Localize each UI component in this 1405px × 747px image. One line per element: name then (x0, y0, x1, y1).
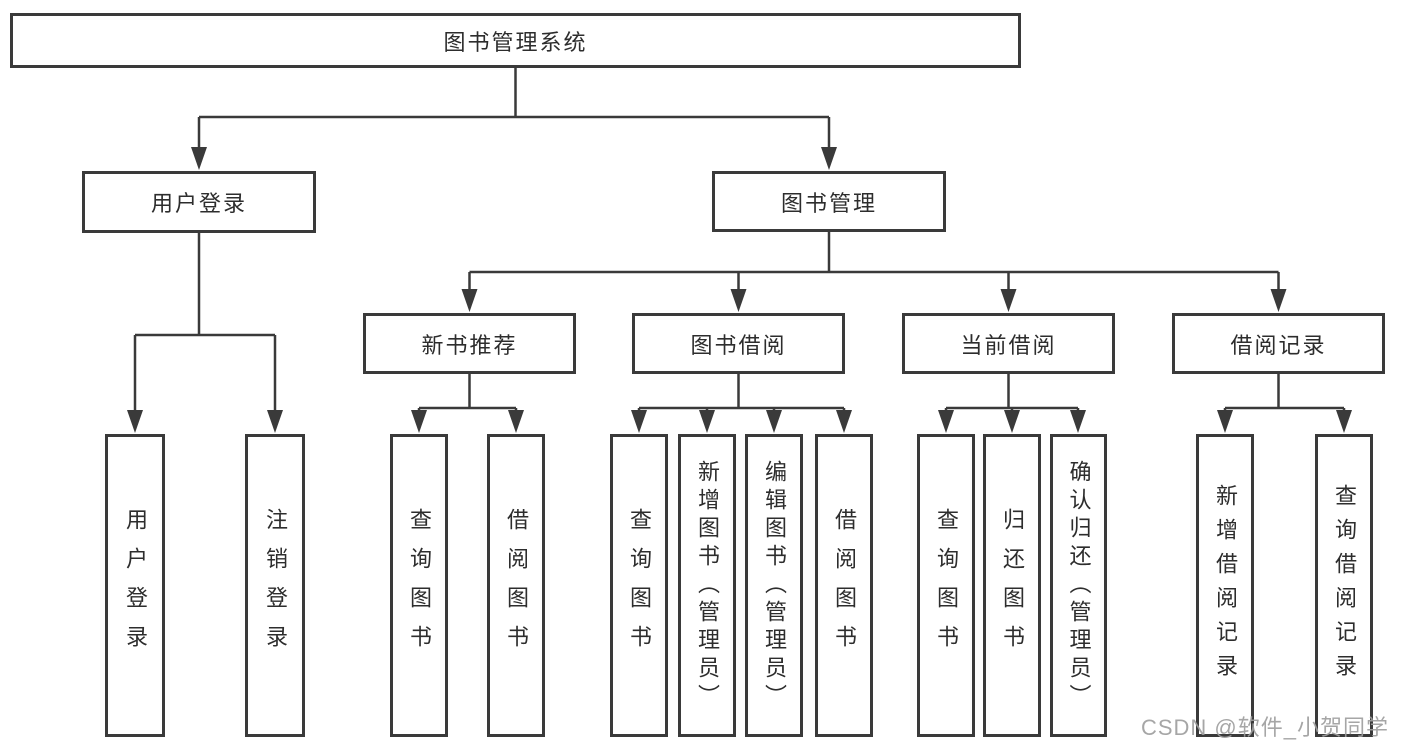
node-label: 当前借阅 (960, 332, 1057, 358)
leaf-label: 用户登录 (123, 507, 148, 664)
leaf-label: 编辑图书（管理员） (762, 459, 787, 712)
node-current-borrow: 当前借阅 (902, 313, 1115, 374)
leaf-logout: 注销登录 (245, 434, 305, 737)
node-label: 图书管理系统 (443, 29, 588, 55)
leaf-edit-books-admin: 编辑图书（管理员） (745, 434, 803, 737)
leaf-borrow-books: 借阅图书 (815, 434, 873, 737)
leaf-add-borrow-record: 新增借阅记录 (1196, 434, 1254, 737)
node-label: 借阅记录 (1230, 332, 1327, 358)
node-label: 图书管理 (780, 190, 877, 216)
leaf-label: 借阅图书 (504, 507, 529, 664)
leaf-return-books: 归还图书 (983, 434, 1041, 737)
node-user-login: 用户登录 (82, 171, 316, 233)
leaf-borrow-books-recommend: 借阅图书 (487, 434, 545, 737)
arrowheads (127, 147, 1352, 433)
leaf-label: 归还图书 (1000, 507, 1025, 664)
node-label: 用户登录 (150, 191, 247, 216)
leaf-query-books-borrow: 查询图书 (610, 434, 668, 737)
leaf-add-books-admin: 新增图书（管理员） (678, 434, 736, 737)
node-root-library-system: 图书管理系统 (10, 13, 1021, 68)
node-borrow-records: 借阅记录 (1172, 313, 1385, 374)
leaf-user-login: 用户登录 (105, 434, 165, 737)
connector-paths (133, 68, 1346, 413)
leaf-label: 查询借阅记录 (1332, 483, 1357, 688)
csdn-watermark: CSDN @软件_小贺同学 (1140, 715, 1389, 740)
leaf-label: 借阅图书 (832, 507, 857, 664)
node-book-management: 图书管理 (712, 171, 946, 232)
leaf-label: 查询图书 (934, 507, 959, 664)
leaf-label: 查询图书 (627, 507, 652, 664)
leaf-confirm-return-admin: 确认归还（管理员） (1050, 434, 1107, 737)
leaf-query-borrow-record: 查询借阅记录 (1315, 434, 1373, 737)
node-label: 新书推荐 (421, 332, 518, 358)
leaf-label: 确认归还（管理员） (1066, 459, 1092, 712)
leaf-label: 注销登录 (263, 507, 288, 664)
leaf-label: 新增图书（管理员） (695, 459, 720, 712)
leaf-query-books-current: 查询图书 (917, 434, 975, 737)
leaf-label: 查询图书 (407, 507, 432, 664)
node-label: 图书借阅 (690, 332, 787, 358)
leaf-label: 新增借阅记录 (1213, 483, 1238, 688)
node-book-borrow: 图书借阅 (632, 313, 845, 374)
leaf-query-books-recommend: 查询图书 (390, 434, 448, 737)
node-new-book-recommend: 新书推荐 (363, 313, 576, 374)
